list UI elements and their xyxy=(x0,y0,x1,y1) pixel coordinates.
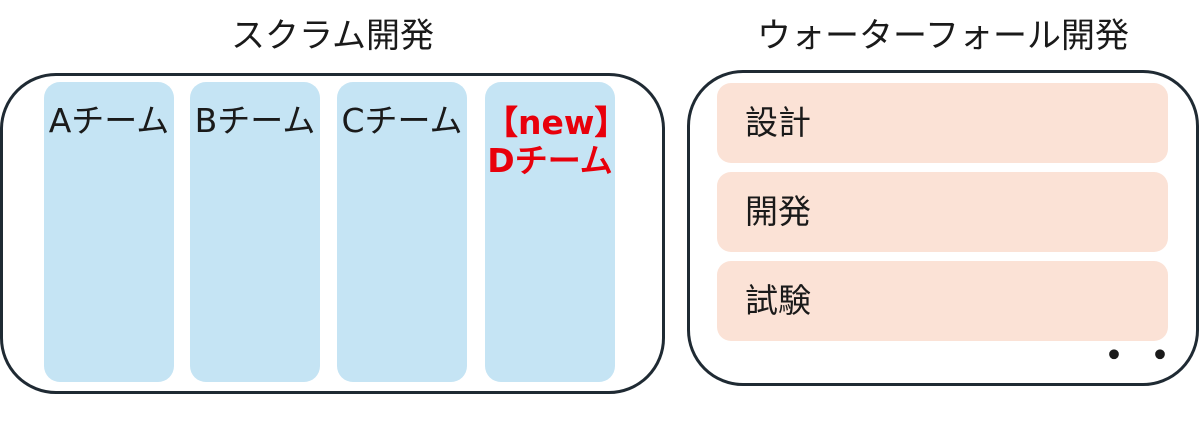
phase-design: 設計 xyxy=(717,83,1168,163)
phase-testing: 試験 xyxy=(717,261,1168,341)
new-tag-label: 【new】 xyxy=(485,103,628,142)
team-label-d: Dチーム xyxy=(487,141,613,180)
waterfall-section-title: ウォーターフォール開発 xyxy=(757,16,1129,56)
team-column-a: Aチーム xyxy=(44,82,174,382)
team-column-c: Cチーム xyxy=(337,82,467,382)
continuation-ellipsis: ・・・ xyxy=(1094,333,1200,379)
phase-development: 開発 xyxy=(717,172,1168,252)
team-label-a: Aチーム xyxy=(48,101,170,140)
team-label-b: Bチーム xyxy=(194,101,316,140)
team-column-d-new: 【new】 Dチーム xyxy=(485,82,628,382)
scrum-section-title: スクラム開発 xyxy=(231,16,434,56)
team-column-b: Bチーム xyxy=(190,82,320,382)
team-label-c: Cチーム xyxy=(341,101,463,140)
